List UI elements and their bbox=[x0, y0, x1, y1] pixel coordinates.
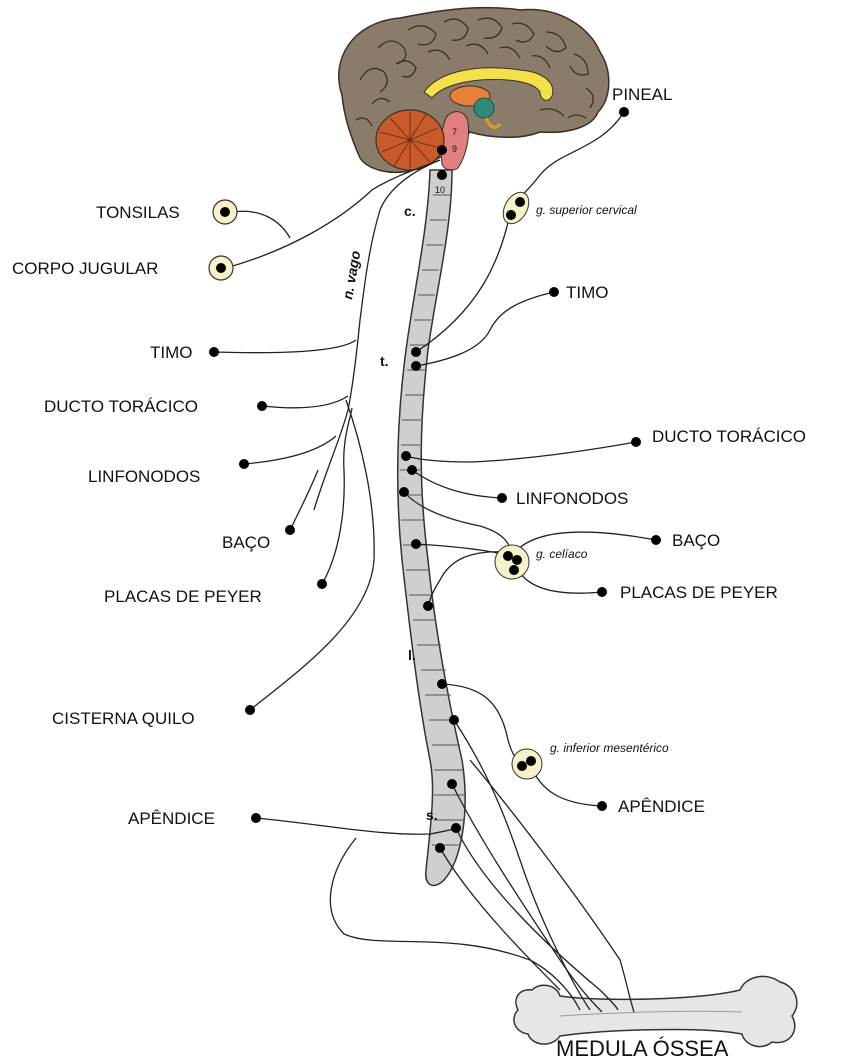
segment-cervical: c. bbox=[404, 203, 416, 219]
ganglion-celiaco bbox=[495, 545, 529, 579]
dot-apendice-right bbox=[597, 801, 607, 811]
label-cisterna: CISTERNA QUILO bbox=[52, 709, 195, 728]
spinal-cord-body bbox=[398, 170, 465, 885]
label-placas-left: PLACAS DE PEYER bbox=[104, 587, 262, 606]
label-apendice-right: APÊNDICE bbox=[618, 797, 705, 816]
brain-number-9: 9 bbox=[452, 144, 457, 154]
label-baco-right: BAÇO bbox=[672, 531, 720, 550]
label-apendice-left: APÊNDICE bbox=[128, 809, 215, 828]
brainstem bbox=[441, 112, 469, 170]
pineal-region bbox=[474, 98, 494, 118]
dot-ducto-right bbox=[631, 437, 641, 447]
label-placas-right: PLACAS DE PEYER bbox=[620, 583, 778, 602]
label-g-superior-cervical: g. superior cervical bbox=[536, 203, 637, 217]
ganglion-superior-cervical bbox=[498, 188, 534, 228]
label-timo-left: TIMO bbox=[150, 343, 193, 362]
label-linfonodos-right: LINFONODOS bbox=[516, 489, 628, 508]
brain: 7 9 bbox=[339, 8, 609, 173]
brain-number-7: 7 bbox=[452, 127, 457, 137]
label-corpo-jugular: CORPO JUGULAR bbox=[12, 259, 158, 278]
dot-ducto-left bbox=[257, 401, 267, 411]
label-g-inferior-mesenterico: g. inferior mesentérico bbox=[550, 741, 669, 755]
label-medula-ossea: MEDULA ÓSSEA bbox=[556, 1036, 729, 1061]
dot-timo-right bbox=[549, 287, 559, 297]
dot-placas-right bbox=[597, 587, 607, 597]
label-tonsilas: TONSILAS bbox=[96, 203, 180, 222]
dot-baco-right bbox=[651, 535, 661, 545]
segment-sacral: s. bbox=[426, 807, 438, 823]
ring-tonsilas bbox=[213, 200, 237, 224]
spinal-cord: 10 bbox=[398, 170, 465, 885]
dot-apendice-left bbox=[251, 813, 261, 823]
label-timo-right: TIMO bbox=[566, 283, 609, 302]
label-ducto-right: DUCTO TORÁCICO bbox=[652, 427, 806, 446]
label-linfonodos-left: LINFONODOS bbox=[88, 467, 200, 486]
dot-placas-left bbox=[317, 579, 327, 589]
label-pineal: PINEAL bbox=[612, 85, 672, 104]
label-g-celiaco: g. celíaco bbox=[536, 547, 588, 561]
vagus-nerve-label: n. vago bbox=[339, 249, 363, 300]
label-baco-left: BAÇO bbox=[222, 533, 270, 552]
dot-linfonodos-right bbox=[497, 493, 507, 503]
dot-cisterna bbox=[245, 705, 255, 715]
dot-brainstem-10 bbox=[437, 170, 447, 180]
dot-pineal bbox=[619, 107, 629, 117]
dot-linfonodos-left bbox=[239, 459, 249, 469]
dot-brainstem-9 bbox=[437, 145, 447, 155]
segment-thoracic: t. bbox=[380, 353, 389, 369]
ring-corpo-jugular bbox=[209, 256, 233, 280]
brain-number-10: 10 bbox=[435, 185, 445, 195]
cerebellum bbox=[376, 110, 444, 170]
segment-lumbar: l. bbox=[408, 647, 416, 663]
dot-timo-left bbox=[209, 347, 219, 357]
ganglion-inferior-mesenterico bbox=[512, 749, 542, 779]
label-ducto-left: DUCTO TORÁCICO bbox=[44, 397, 198, 416]
dot-baco-left bbox=[285, 525, 295, 535]
